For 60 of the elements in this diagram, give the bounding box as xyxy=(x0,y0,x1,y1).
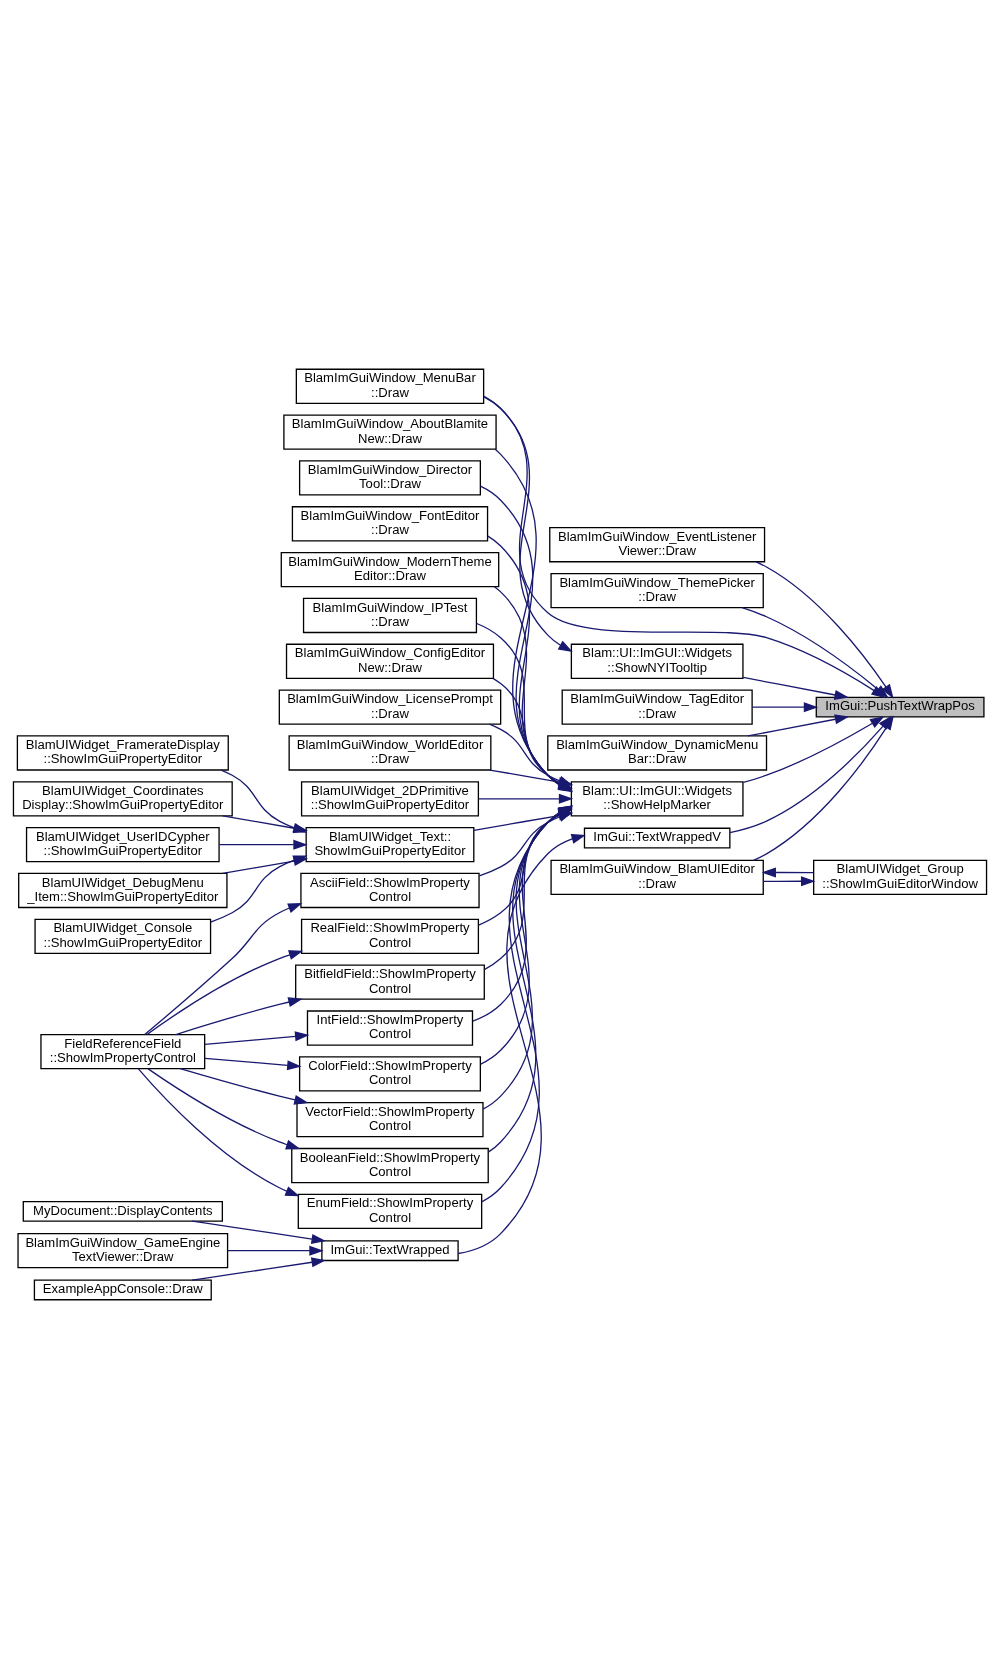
node-box: BlamUIWidget_Console ::ShowImGuiPropertyEditor xyxy=(34,918,212,954)
arrow xyxy=(742,676,849,700)
node-box: IntField::ShowImProperty Control xyxy=(306,1010,474,1046)
node-box: BlamImGuiWindow_WorldEditor ::Draw xyxy=(288,735,492,771)
node-box: BlamImGuiWindow_DynamicMenu Bar::Draw xyxy=(547,735,768,771)
arrow xyxy=(137,1068,300,1197)
arrow xyxy=(147,1068,301,1150)
arrow xyxy=(478,793,574,804)
arrow xyxy=(191,1257,326,1281)
node-box: BlamImGuiWindow_FontEditor ::Draw xyxy=(291,506,489,542)
arrow xyxy=(204,1057,302,1071)
node-box: BitfieldField::ShowImProperty Control xyxy=(295,964,485,1000)
arrow xyxy=(227,1245,324,1256)
arrow xyxy=(483,395,573,652)
node-box: BlamImGuiWindow_EventListener Viewer::Draw xyxy=(549,527,766,563)
node-box: ColorField::ShowImProperty Control xyxy=(298,1056,481,1092)
arrow xyxy=(218,839,308,850)
node-box: AsciiField::ShowImProperty Control xyxy=(300,872,480,909)
node-box: ImGui::TextWrappedV xyxy=(583,827,731,849)
node-box: BlamImGuiWindow_ThemePicker ::Draw xyxy=(550,572,764,609)
node-box: Blam::UI::ImGUI::Widgets ::ShowNYITooltip xyxy=(570,643,744,679)
node-box: BlamUIWidget_2DPrimitive ::ShowImGuiPropertyEditor xyxy=(300,781,480,817)
arrow xyxy=(762,876,816,887)
node-box: ExampleAppConsole::Draw xyxy=(33,1279,212,1301)
node-box: BlamUIWidget_Group ::ShowImGuiEditorWindow xyxy=(813,859,988,896)
node-box: BlamUIWidget_Text:: ShowImGuiPropertyEditor xyxy=(305,826,475,863)
node-box: BlamUIWidget_UserIDCypher ::ShowImGuiPropertyEditor xyxy=(25,826,220,863)
arrow xyxy=(144,903,303,1036)
node-box: RealField::ShowImProperty Control xyxy=(300,918,480,954)
node-box: EnumField::ShowImProperty Control xyxy=(297,1193,483,1230)
arrow xyxy=(751,702,819,713)
node-box: BlamImGuiWindow_Director Tool::Draw xyxy=(298,460,481,496)
arrow xyxy=(457,834,586,1255)
node-box: BlamImGuiWindow_GameEngine TextViewer::Draw xyxy=(17,1232,229,1269)
arrow xyxy=(146,950,304,1036)
node-box: BooleanField::ShowImProperty Control xyxy=(291,1147,489,1184)
node-box: BlamUIWidget_Coordinates Display::ShowImGuiPropertyEditor xyxy=(12,781,233,817)
node-box: ImGui::TextWrapped xyxy=(321,1240,459,1262)
node-box: MyDocument::DisplayContents xyxy=(22,1200,223,1222)
arrow xyxy=(204,1031,310,1046)
node-box: BlamUIWidget_DebugMenu _Item::ShowImGuiPropertyEditor xyxy=(18,872,228,909)
node-box: BlamImGuiWindow_LicensePrompt ::Draw xyxy=(278,689,502,725)
node-box: FieldReferenceField ::ShowImPropertyControl xyxy=(40,1033,206,1070)
node-box: Blam::UI::ImGUI::Widgets ::ShowHelpMarker xyxy=(570,781,744,817)
arrow xyxy=(747,714,850,737)
node-box: BlamImGuiWindow_MenuBar ::Draw xyxy=(295,368,485,404)
arrow xyxy=(175,997,303,1036)
arrow xyxy=(742,716,885,784)
node-box: BlamImGuiWindow_BlamUIEditor ::Draw xyxy=(550,859,764,896)
node-box: BlamImGuiWindow_TagEditor ::Draw xyxy=(561,689,753,725)
arrow xyxy=(761,867,815,878)
node-box: BlamImGuiWindow_AboutBlamite New::Draw xyxy=(283,414,497,450)
node-box: BlamUIWidget_FramerateDisplay ::ShowImGuiPropertyEditor xyxy=(16,735,229,771)
node-box: VectorField::ShowImProperty Control xyxy=(296,1102,484,1138)
node-box: ImGui::PushTextWrapPos xyxy=(815,696,985,718)
node-box: BlamImGuiWindow_ConfigEditor New::Draw xyxy=(285,643,495,679)
node-box: BlamImGuiWindow_IPTest ::Draw xyxy=(302,597,478,634)
arrow xyxy=(179,1068,309,1105)
node-box: BlamImGuiWindow_ModernTheme Editor::Draw xyxy=(280,551,500,588)
arrow xyxy=(483,395,886,699)
